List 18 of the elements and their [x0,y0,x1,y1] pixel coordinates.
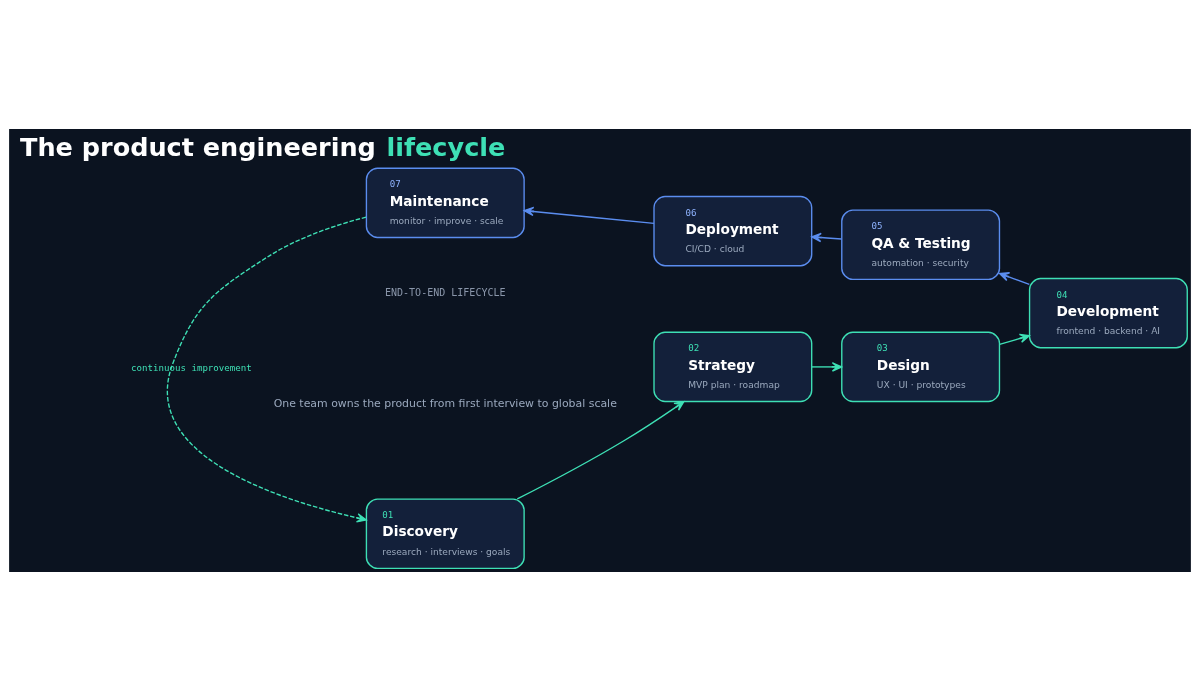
arrow [998,333,1031,345]
node-box: 02 Strategy MVP plan · roadmap [653,331,813,402]
arrow [811,232,843,242]
label: END-TO-END LIFECYCLE [384,286,506,298]
arrow [167,216,367,523]
node-box: 03 Design UX · UI · prototypes [841,331,1001,402]
node-box: 06 Deployment CI/CD · cloud [653,195,813,266]
arrow [523,206,655,224]
diagram-title: The product engineering lifecycle [20,131,506,162]
arrow [811,361,843,372]
node-box: 05 QA & Testing automation · security [841,208,1001,280]
node-box: 07 Maintenance monitor · improve · scale [365,167,525,238]
arrow [516,400,685,500]
node-box: 01 Discovery research · interviews · goals [365,497,525,569]
arrow [998,271,1031,285]
node-box: 04 Development frontend · backend · AI [1028,277,1188,348]
label: One team owns the product from first interview to global scale [273,396,617,410]
edge-label: continuous improvement [131,362,252,373]
